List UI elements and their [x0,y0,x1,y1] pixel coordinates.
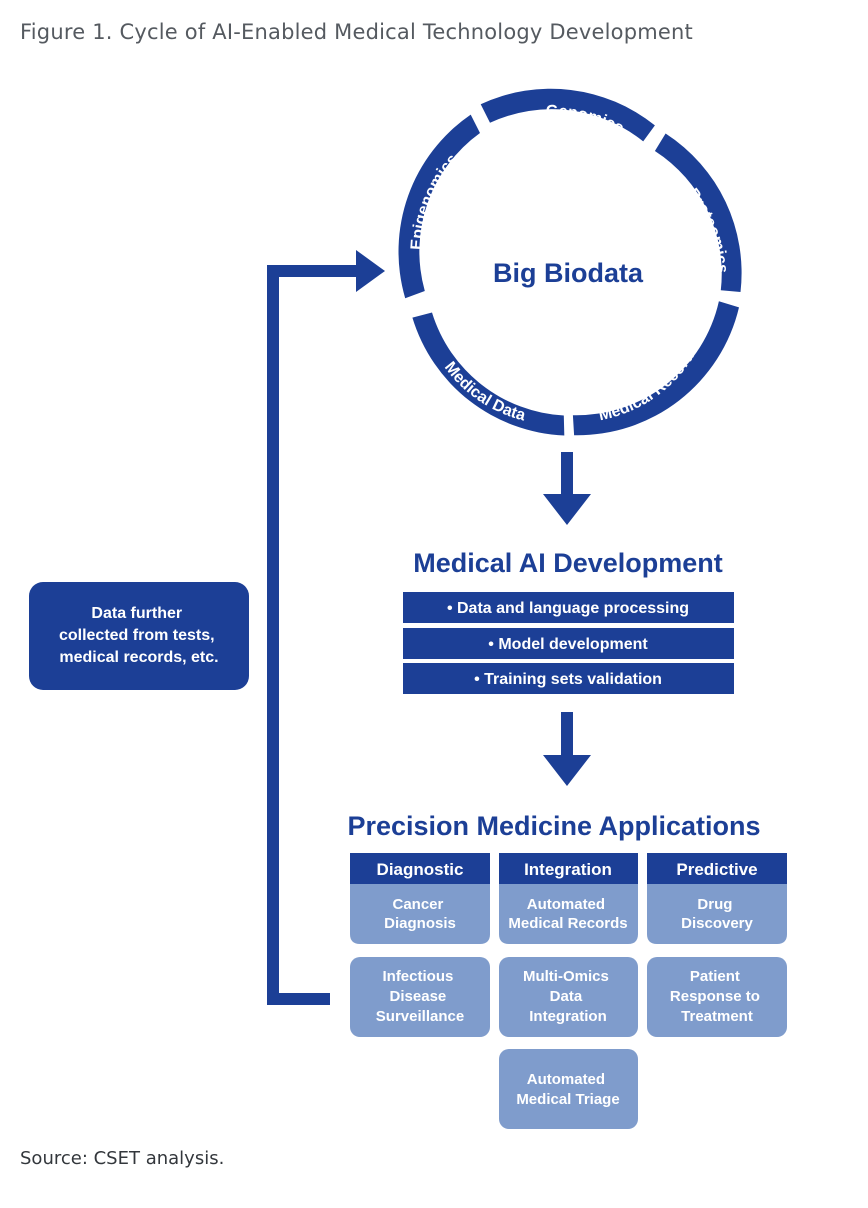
column-header-bg-diagnostic [350,853,490,884]
feedback-text: Data further collected from tests, medic… [59,605,219,666]
down-arrow-shaft [561,452,573,500]
card-text-cancer-diagnosis: Cancer Diagnosis [384,896,456,932]
ring-label-medical-data: Medical Data [441,359,527,425]
big-biodata-ring: Genomics Proteomics Medical Records Medi… [398,88,742,436]
column-header-bg-integration [499,853,638,884]
card-automated-medical-triage [499,1049,638,1129]
ring-segment-epigenomics [398,114,480,299]
card-automated-medical-records [499,884,638,944]
feedback-arrowhead-icon [356,250,385,292]
ring-segment-medical-records [572,301,739,436]
precision-medicine-section: Precision Medicine Applications Diagnost… [347,811,787,1129]
feedback-box-bg [29,582,249,690]
applications-title: Precision Medicine Applications [347,811,760,841]
down-arrow-to-development [543,452,591,525]
down-arrow-1-icon [543,494,591,525]
column-header-predictive: Predictive [676,860,757,879]
feedback-box: Data further collected from tests, medic… [29,582,249,690]
column-header-diagnostic: Diagnostic [377,860,464,879]
development-item-bg-0 [403,592,734,623]
development-item-bg-1 [403,628,734,659]
card-text-automated-medical-triage: Automated Medical Triage [516,1071,619,1108]
development-item-data-language: • Data and language processing [447,600,689,617]
development-item-bg-2 [403,663,734,694]
column-header-bg-predictive [647,853,787,884]
big-biodata-label: Big Biodata [493,258,644,288]
card-patient-response [647,957,787,1037]
card-infectious-disease [350,957,490,1037]
development-item-model-development: • Model development [488,636,648,653]
card-text-infectious-disease: Infectious Disease Surveillance [376,968,464,1025]
card-text-drug-discovery: Drug Discovery [681,896,753,932]
ring-segment-medical-data [412,312,565,436]
development-item-training-validation: • Training sets validation [474,671,662,688]
card-text-automated-medical-records: Automated Medical Records [508,896,627,932]
down-arrow-to-applications [543,712,591,786]
column-header-integration: Integration [524,860,612,879]
development-title: Medical AI Development [413,548,723,578]
card-cancer-diagnosis [350,884,490,944]
ring-segment-genomics [480,88,655,142]
card-drug-discovery [647,884,787,944]
card-text-patient-response: Patient Response to Treatment [670,968,764,1025]
ring-segment-proteomics [654,133,742,292]
down-arrow-2-icon [543,755,591,786]
source-note: Source: CSET analysis. [20,1148,225,1169]
card-text-multi-omics: Multi-Omics Data Integration [523,968,613,1025]
card-multi-omics [499,957,638,1037]
feedback-loop-arrow [267,250,385,1005]
figure-caption: Figure 1. Cycle of AI-Enabled Medical Te… [20,20,693,44]
down-arrow-shaft-2 [561,712,573,760]
medical-ai-development-section: Medical AI Development • Data and langua… [403,548,734,694]
feedback-loop-line [267,265,362,1005]
